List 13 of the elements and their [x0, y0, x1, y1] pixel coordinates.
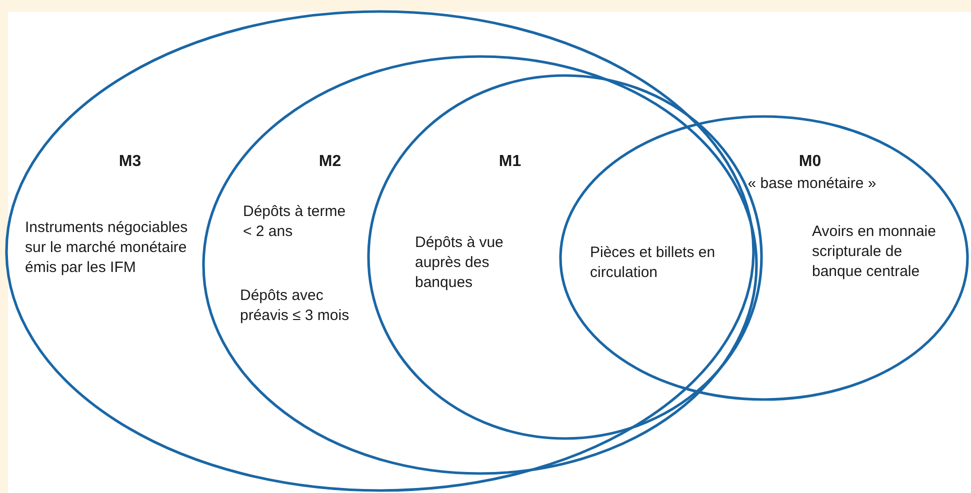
- set-ellipse: [367, 74, 763, 440]
- set-subtitle: « base monétaire »: [746, 174, 878, 194]
- set-description: Dépôts avec préavis ≤ 3 mois: [240, 286, 350, 326]
- set-description: Avoirs en monnaie scripturale de banque centrale: [812, 222, 937, 282]
- set-title: M2: [318, 152, 342, 172]
- set-title: M1: [498, 152, 522, 172]
- set-description: Dépôts à vue auprès des banques: [415, 233, 504, 293]
- overlap-description: Pièces et billets en circulation: [590, 243, 716, 283]
- set-title: M3: [118, 152, 142, 172]
- set-description: Instruments négociables sur le marché monétaire émis par les IFM: [25, 218, 189, 278]
- set-description: Dépôts à terme < 2 ans: [243, 202, 347, 242]
- set-title: M0: [798, 152, 822, 172]
- set-ellipse: [559, 115, 969, 401]
